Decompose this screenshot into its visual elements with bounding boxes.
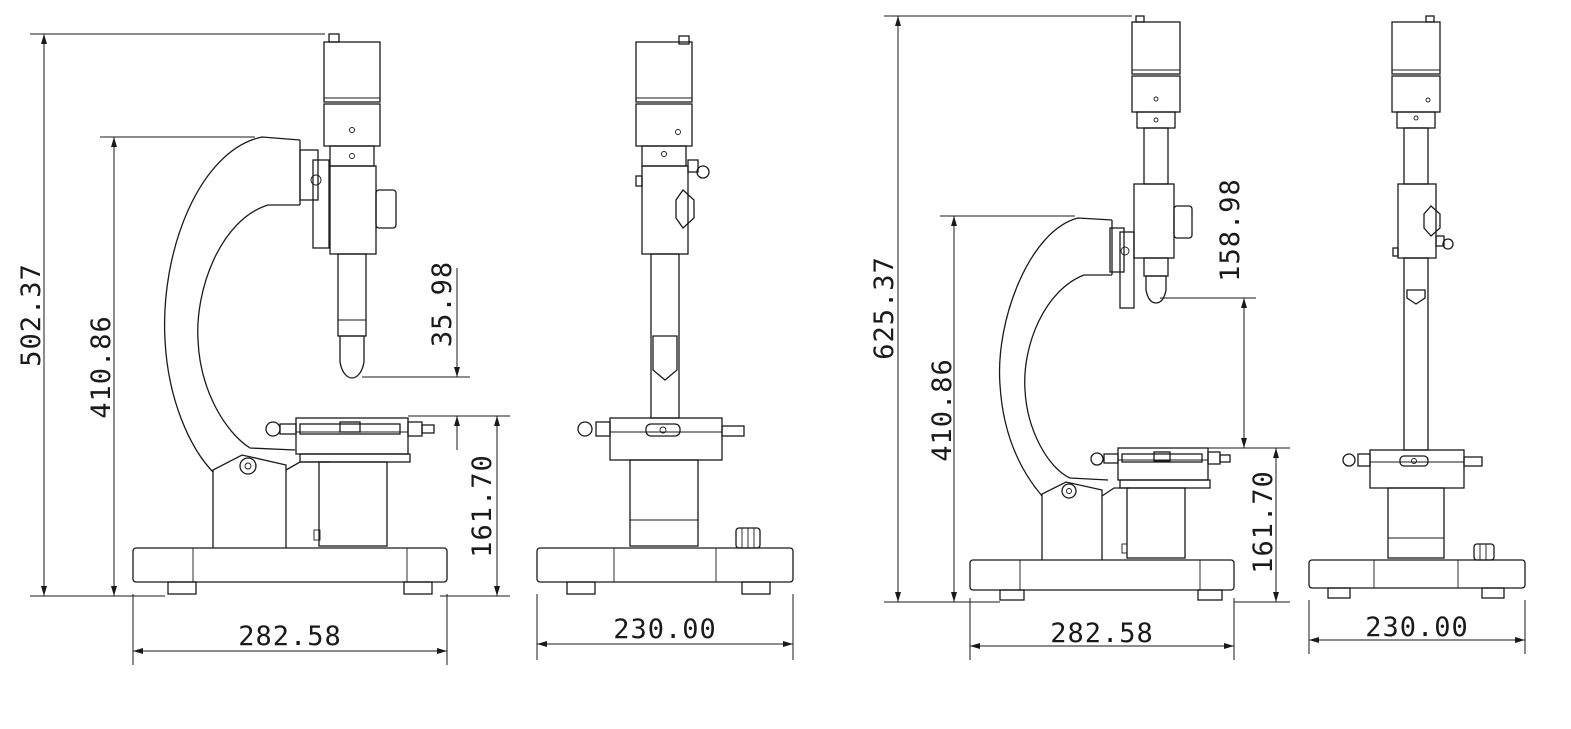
- model-a-side-view: [536, 35, 794, 595]
- model-b-front-view: [969, 15, 1235, 601]
- dim-a-base-width: 282.58: [238, 621, 342, 652]
- dim-b-height-overall: 625.37: [869, 256, 900, 360]
- dim-a-stage-height: 161.70: [467, 454, 498, 558]
- model-b-side-dimensions: 230.00: [1308, 600, 1526, 654]
- dim-b-stage-height: 161.70: [1248, 470, 1279, 574]
- model-a-side-dimensions: 230.00: [536, 594, 794, 660]
- model-b-front-dimensions: 625.37 410.86 158.98 161.70 282.58: [869, 15, 1290, 660]
- dim-b-needle-gap: 158.98: [1215, 178, 1246, 282]
- dim-b-base-depth: 230.00: [1365, 612, 1469, 643]
- dim-a-height-overall: 502.37: [16, 263, 47, 367]
- model-a-front-view: [132, 33, 448, 595]
- dim-a-height-arm: 410.86: [86, 315, 117, 419]
- dim-a-base-depth: 230.00: [613, 614, 717, 645]
- dim-b-height-arm: 410.86: [927, 358, 958, 462]
- model-a-front-dimensions: 502.37 410.86 35.98 161.70 282.58: [16, 33, 510, 665]
- dim-a-needle-gap: 35.98: [427, 261, 458, 347]
- model-b-side-view: [1308, 15, 1526, 599]
- dim-b-base-width: 282.58: [1050, 618, 1154, 649]
